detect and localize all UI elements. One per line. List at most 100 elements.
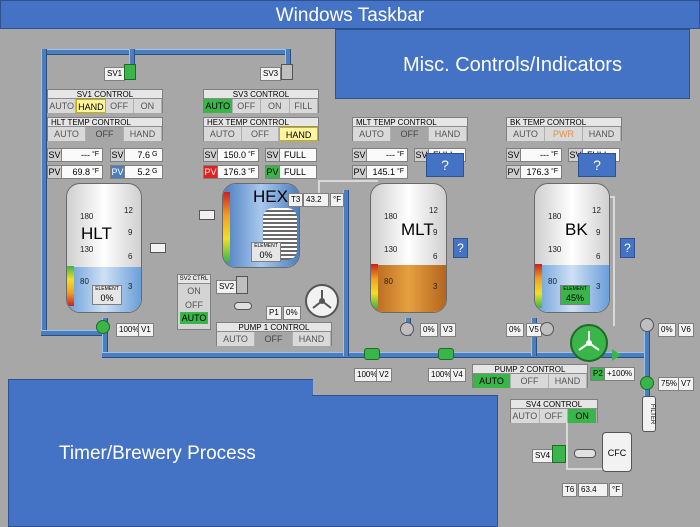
hex-auto-button[interactable]: AUTO	[204, 127, 242, 141]
hex-off-button[interactable]: OFF	[241, 127, 280, 141]
element-label: ELEMENT	[563, 286, 587, 292]
pv-label: PV	[204, 166, 218, 178]
hex-hand-button[interactable]: HAND	[279, 127, 319, 141]
pump1[interactable]	[305, 284, 339, 318]
pump1-auto-button[interactable]: AUTO	[217, 332, 255, 346]
hlt-pv-volume-value: 5.2	[125, 166, 152, 178]
mlt-off-button[interactable]: OFF	[391, 127, 429, 141]
bk-sv-temp[interactable]: SV --- °F	[506, 148, 562, 162]
timer-process-info-panel: Timer/Brewery Process Information.	[8, 379, 313, 527]
mlt-sv-temp[interactable]: SV --- °F	[352, 148, 408, 162]
sv1-auto-button[interactable]: AUTO	[48, 99, 77, 113]
sv3-auto-button[interactable]: AUTO	[204, 99, 233, 113]
pump2-hand-button[interactable]: HAND	[549, 374, 587, 388]
hlt-pv-volume: PV 5.2 G	[110, 165, 163, 179]
v6-percent: 0%	[658, 323, 676, 337]
hex-element: ELEMENT 0%	[251, 242, 281, 262]
sv4-control-title: SV4 CONTROL	[511, 400, 597, 409]
sv3-solenoid-valve[interactable]	[281, 64, 293, 80]
v2-valve[interactable]	[364, 348, 380, 360]
hlt-pv-temp: PV 69.8 °F	[47, 165, 103, 179]
sv4-off-button[interactable]: OFF	[539, 409, 569, 423]
hlt-scale-9: 9	[128, 228, 133, 237]
sv1-off-button[interactable]: OFF	[105, 99, 134, 113]
hex-sv-level[interactable]: SV FULL	[265, 148, 317, 162]
v5-valve[interactable]	[540, 322, 554, 336]
sv2-solenoid-valve[interactable]	[236, 276, 248, 294]
bk-scale-80: 80	[548, 277, 557, 286]
hlt-hand-button[interactable]: HAND	[124, 127, 162, 141]
sv2-on-button[interactable]: ON	[187, 286, 201, 296]
pump1-off-button[interactable]: OFF	[255, 332, 293, 346]
pump1-control-panel: PUMP 1 CONTROL AUTO OFF HAND	[216, 322, 332, 346]
pump2[interactable]	[570, 324, 608, 362]
sv3-off-button[interactable]: OFF	[232, 99, 261, 113]
hlt-scale-12: 12	[124, 206, 133, 215]
pump2-control-title: PUMP 2 CONTROL	[473, 365, 587, 374]
sv4-solenoid-valve[interactable]	[552, 445, 566, 463]
sv1-control-title: SV1 CONTROL	[48, 90, 162, 99]
misc-controls-panel: Misc. Controls/Indicators	[335, 29, 690, 99]
pump1-hand-button[interactable]: HAND	[293, 332, 331, 346]
mlt-scale-130: 130	[384, 245, 398, 254]
sv1-on-button[interactable]: ON	[133, 99, 162, 113]
v3-valve[interactable]	[400, 322, 414, 336]
bk-pwr-button[interactable]: PWR	[545, 127, 583, 141]
hlt-element-value: 0%	[100, 293, 114, 303]
bk-volume-info-button[interactable]: ?	[620, 238, 635, 258]
bk-info-button[interactable]: ?	[578, 153, 616, 177]
mlt-sv-temp-value: ---	[367, 149, 397, 161]
hlt-auto-button[interactable]: AUTO	[48, 127, 86, 141]
mlt-volume-info-button[interactable]: ?	[453, 238, 468, 258]
bk-auto-button[interactable]: AUTO	[507, 127, 545, 141]
v6-label: V6	[678, 323, 694, 337]
hex-probe-icon	[199, 210, 215, 220]
unit: °F	[397, 149, 407, 161]
sv1-control-panel: SV1 CONTROL AUTO HAND OFF ON	[47, 89, 163, 113]
hex-sv-temp[interactable]: SV 150.0 °F	[203, 148, 259, 162]
mlt-hand-button[interactable]: HAND	[429, 127, 467, 141]
sv3-on-button[interactable]: ON	[261, 99, 290, 113]
sv2-auto-button[interactable]: AUTO	[180, 312, 208, 324]
sv4-on-button[interactable]: ON	[568, 409, 598, 423]
mlt-auto-button[interactable]: AUTO	[353, 127, 391, 141]
sv3-control-panel: SV3 CONTROL AUTO OFF ON FILL	[203, 89, 319, 113]
v4-valve[interactable]	[438, 348, 454, 360]
sv1-hand-button[interactable]: HAND	[76, 99, 106, 113]
v3-percent: 0%	[420, 323, 438, 337]
pump2-control-panel: PUMP 2 CONTROL AUTO OFF HAND	[472, 364, 588, 388]
pump2-auto-button[interactable]: AUTO	[473, 374, 511, 388]
pipe	[343, 190, 349, 356]
sv1-solenoid-valve[interactable]	[124, 64, 136, 80]
mlt-info-button[interactable]: ?	[426, 153, 464, 177]
bk-hand-button[interactable]: HAND	[583, 127, 621, 141]
hlt-off-button[interactable]: OFF	[86, 127, 124, 141]
t6-value: 63.4	[578, 483, 608, 497]
hlt-temp-gradient	[67, 266, 74, 306]
hlt-temp-control-title: HLT TEMP CONTROL	[48, 118, 162, 127]
pipe	[41, 330, 103, 336]
sv4-auto-button[interactable]: AUTO	[511, 409, 540, 423]
hex-element-value: 0%	[259, 250, 273, 260]
hlt-sv-temp[interactable]: SV --- °F	[47, 148, 103, 162]
pipe	[102, 318, 108, 356]
pipe	[644, 318, 650, 398]
sv3-fill-button[interactable]: FILL	[289, 99, 318, 113]
pipe	[613, 196, 615, 326]
hlt-scale-6: 6	[128, 252, 133, 261]
pv-label: PV	[111, 166, 125, 178]
sv-label: SV	[48, 149, 62, 161]
hex-pv-temp-value: 176.3	[218, 166, 248, 178]
hex-pv-level-value: FULL	[280, 166, 316, 178]
hlt-sv-volume[interactable]: SV 7.6 G	[110, 148, 163, 162]
pv-label: PV	[507, 166, 521, 178]
bk-pv-temp: PV 176.3 °F	[506, 165, 562, 179]
v1-valve[interactable]	[96, 320, 110, 334]
t3-label: T3	[288, 193, 304, 207]
v7-valve[interactable]	[640, 376, 654, 390]
sv-label: SV	[204, 149, 218, 161]
bk-temp-gradient	[535, 264, 542, 308]
pump2-off-button[interactable]: OFF	[511, 374, 549, 388]
sv2-off-button[interactable]: OFF	[185, 300, 203, 310]
v6-valve[interactable]	[640, 318, 654, 332]
